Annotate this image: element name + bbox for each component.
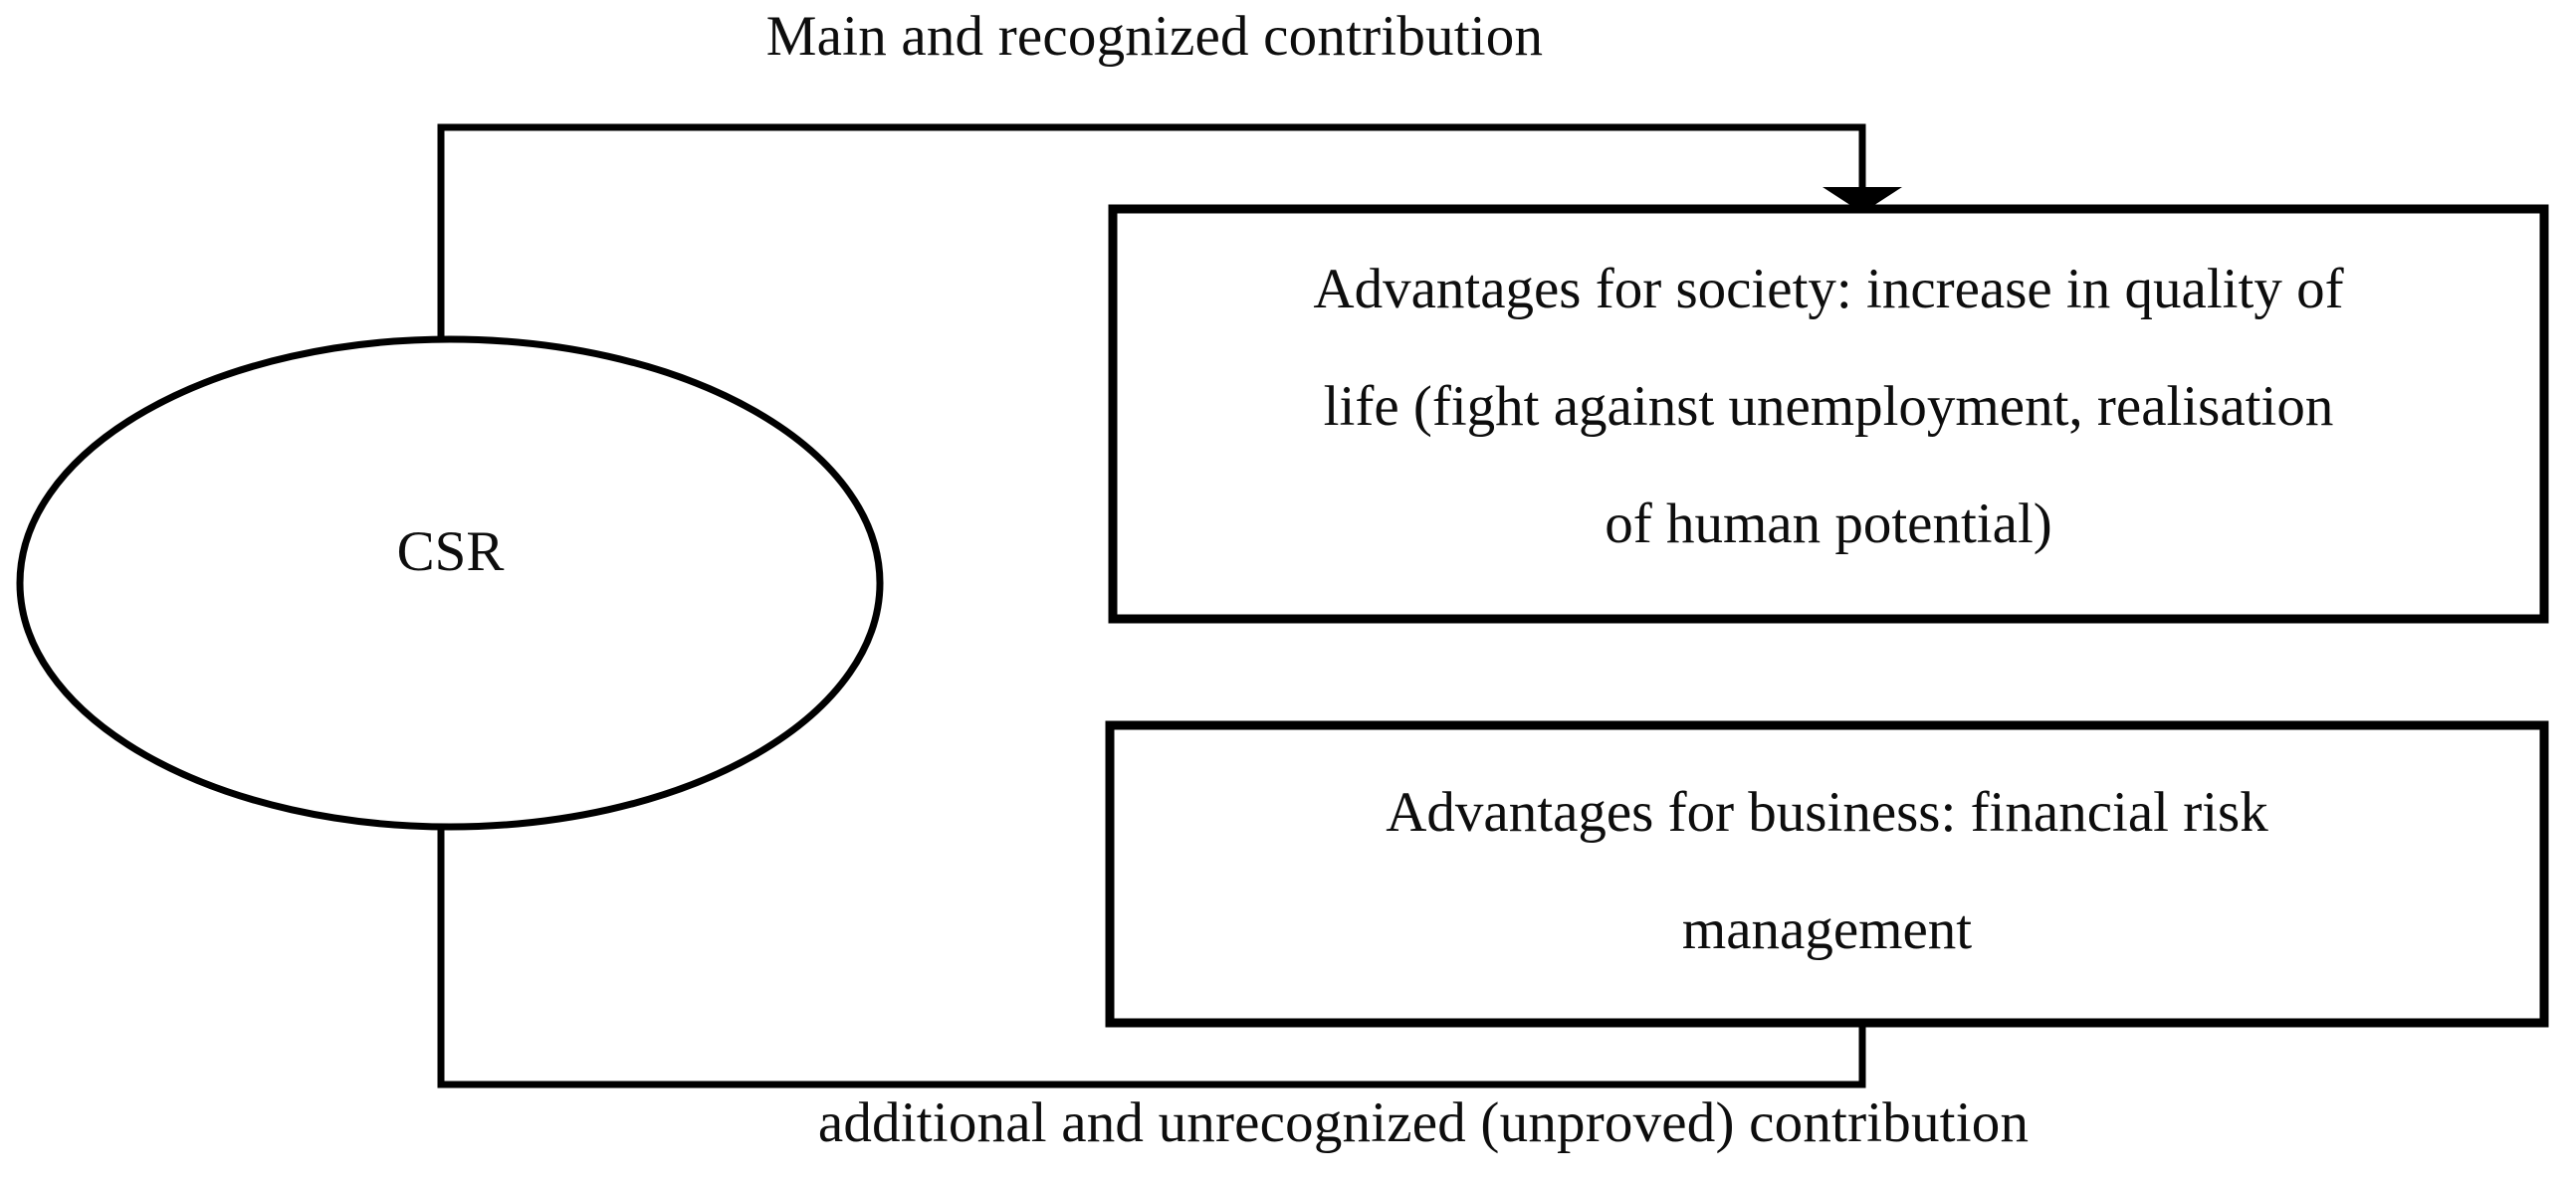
business-line-2: management (1681, 898, 1973, 961)
arrowhead-down-icon (1823, 187, 1902, 213)
connector-top-path (437, 123, 1866, 353)
csr-node-label: CSR (396, 520, 505, 583)
society-line-2: life (fight against unemployment, realis… (1323, 375, 2334, 438)
edge-label-additional-contribution: additional and unrecognized (unproved) c… (817, 1091, 2030, 1154)
business-line-1: Advantages for business: financial risk (1386, 781, 2268, 844)
society-line-3: of human potential) (1605, 493, 2052, 555)
society-line-1: Advantages for society: increase in qual… (1313, 258, 2344, 320)
connector-bottom-path (437, 816, 1866, 1088)
advantages-for-business-box-shape (1105, 720, 2549, 1028)
advantages-for-society-box-shape (1108, 204, 2549, 624)
advantages-for-society-text: Advantages for society: increase in qual… (1113, 231, 2544, 583)
csr-ellipse-shape (16, 335, 884, 831)
advantages-for-business-text: Advantages for business: financial risk … (1110, 754, 2544, 989)
edge-label-main-contribution: Main and recognized contribution (765, 5, 1544, 68)
